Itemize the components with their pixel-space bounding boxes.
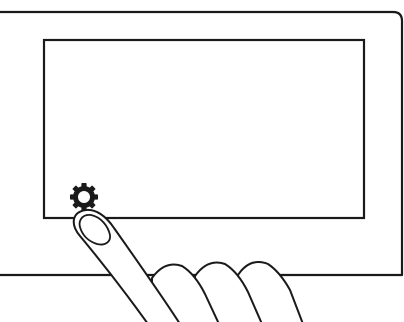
gear-icon[interactable] [70, 183, 98, 211]
